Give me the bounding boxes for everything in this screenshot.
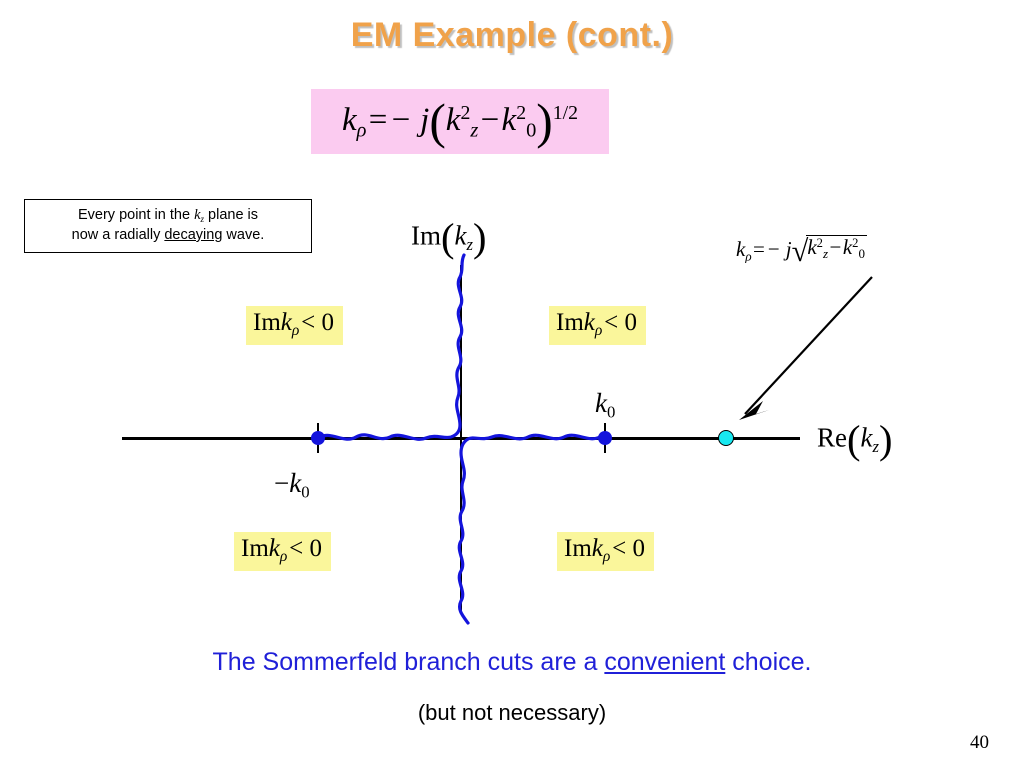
branch-point-negative-k0[interactable] [311,431,325,445]
ann-subscript-z: z [822,246,829,262]
note-box-line-1: Every point in the kz plane is [78,206,258,226]
symbol-kz: k [445,101,461,138]
pos-k-symbol: k [595,388,607,418]
imaginary-axis-label: Im(kz) [411,215,487,260]
imaginary-axis-line [460,265,462,613]
note-line2-underlined: decaying [164,227,223,243]
exponent-two-b: 2 [516,101,527,124]
q3-relation: < 0 [289,535,322,562]
branch-cut-curves [318,253,602,625]
q4-variable: k [591,535,603,562]
re-paren-close: ) [879,417,893,462]
arrow-head-icon [739,401,769,420]
note-symbol-subscript-z: z [200,214,205,225]
symbol-k0: k [501,101,517,138]
neg-k-symbol: k [289,468,302,498]
note-box-line-2: now a radially decaying wave. [72,226,265,246]
re-paren-open: ( [847,417,861,462]
q4-operator: Im [564,535,592,562]
q3-variable: k [268,535,280,562]
ann-exponent-two-a: 2 [816,236,823,251]
q2-relation: < 0 [604,309,637,336]
subscript-zero: 0 [526,119,537,142]
note-line2-suffix: wave. [222,227,265,243]
re-variable-k: k [860,422,873,453]
caption-primary: The Sommerfeld branch cuts are a conveni… [0,648,1024,677]
ann-symbol-k: k [736,237,746,262]
quadrant-label-bottom-right: Imkρ< 0 [557,532,654,572]
branch-cut-lower-path [457,433,602,625]
ann-exponent-two-b: 2 [852,236,859,251]
exponent-two-a: 2 [460,101,471,124]
annotation-equation: kρ=− j√k2z−k20 [736,234,867,268]
exponent-one-half: 1/2 [552,101,579,124]
q3-operator: Im [241,535,269,562]
label-negative-k0: −k0 [274,470,310,501]
quadrant-label-bottom-left: Imkρ< 0 [234,532,331,572]
page-number: 40 [970,732,989,753]
q3-subscript: ρ [279,547,288,565]
ann-operator-minus: − [829,235,842,260]
ann-subscript-zero: 0 [858,246,865,262]
q2-variable: k [583,309,595,336]
ann-radicand: k2z−k20 [806,235,867,260]
im-subscript-z: z [466,234,473,254]
real-axis-label: Re(kz) [817,417,893,462]
paren-open: ( [429,93,446,149]
q1-relation: < 0 [301,309,334,336]
page-title: EM Example (cont.) [350,16,674,54]
ann-radical: √k2z−k20 [791,234,867,268]
im-operator: Im [411,220,441,251]
caption-secondary: (but not necessary) [417,700,607,725]
im-variable-k: k [454,220,467,251]
main-equation-math: kρ=− j(k2z−k20)1/2 [342,97,578,147]
note-line1-suffix: plane is [204,207,259,224]
annotation-arrow [739,276,873,420]
pos-k-subscript: 0 [606,402,616,422]
re-subscript-z: z [872,436,879,456]
term-minus-j: − j [389,101,430,138]
label-positive-k0: k0 [595,390,615,421]
ann-subscript-rho: ρ [745,248,752,264]
ann-term-minus-j: − j [766,237,792,262]
quadrant-label-top-left: Imkρ< 0 [246,306,343,346]
q4-relation: < 0 [612,535,645,562]
operator-minus: − [480,101,500,138]
q2-subscript: ρ [594,321,603,339]
note-line1-prefix: Every point in the [77,207,195,224]
ann-operator-equals: = [753,237,765,262]
branch-point-positive-k0[interactable] [598,431,612,445]
note-symbol-k: k [194,207,201,224]
ann-symbol-kz: k [807,235,817,260]
radical-sign-icon: √ [791,234,809,268]
subscript-z: z [470,119,479,142]
main-equation-box: kρ=− j(k2z−k20)1/2 [311,89,609,154]
operator-equals: = [368,101,388,138]
quadrant-label-top-right: Imkρ< 0 [549,306,646,346]
q1-variable: k [280,309,292,336]
symbol-k: k [341,101,357,138]
sample-point-marker[interactable] [718,430,734,446]
caption-suffix: choice. [725,648,812,676]
arrow-shaft [744,276,873,415]
minus-sign: − [274,468,290,498]
q4-subscript: ρ [602,547,611,565]
im-paren-open: ( [441,215,455,260]
ann-symbol-k0: k [842,235,853,260]
branch-cut-upper-path [318,253,466,441]
note-line2-prefix: now a radially [71,227,165,243]
q1-operator: Im [253,309,281,336]
caption-underlined-word: convenient [604,648,726,676]
re-operator: Re [817,422,847,453]
neg-k-subscript: 0 [301,482,310,502]
q2-operator: Im [556,309,584,336]
paren-close: ) [536,93,553,149]
caption-prefix: The Sommerfeld branch cuts are a [212,648,605,676]
q1-subscript: ρ [291,321,300,339]
im-paren-close: ) [473,215,487,260]
note-box: Every point in the kz plane is now a rad… [24,199,312,253]
subscript-rho: ρ [356,119,367,142]
